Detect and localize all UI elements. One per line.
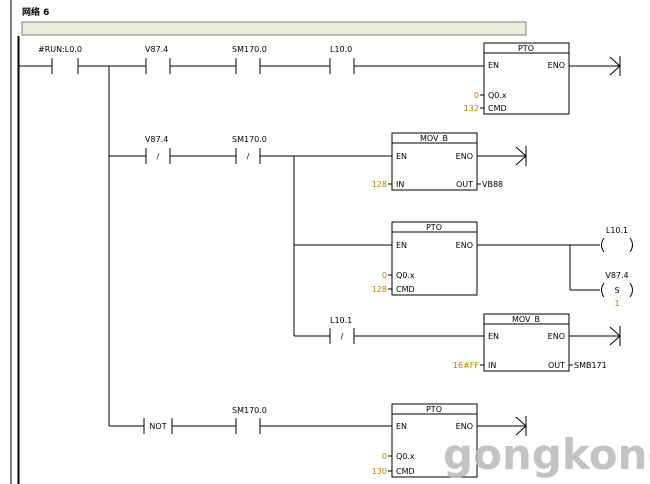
contact-v87-4-nc-label: V87.4 [145,135,168,144]
mov-2-in: IN [488,361,496,370]
pto-block-3[interactable]: PTO EN ENO Q0.x CMD [391,403,478,478]
mov-1-title: MOV_B [420,134,448,143]
contact-run-label: #RUN:L0.0 [38,45,82,54]
pto-3-eno: ENO [456,422,473,431]
pto-2-q0x: Q0.x [396,271,415,280]
contact-v87-4[interactable]: V87.4 [145,45,171,74]
mov-1-in: IN [396,180,404,189]
mov-1-out-value: VB88 [482,180,503,189]
contact-l10-1-nc[interactable]: / L10.1 [329,316,355,344]
contact-sm170-0-nc[interactable]: / SM170.0 [232,135,267,164]
pto-1-eno: ENO [548,61,565,70]
mov-1-en: EN [396,152,407,161]
network-comment-box[interactable] [21,21,527,36]
mov-1-out: OUT [456,180,473,189]
coil-set-symbol: S [614,286,619,295]
pto-1-q0x: Q0.x [488,91,507,100]
pto-3-cmd-value: 130 [372,467,387,476]
pto-3-eno-arrow-icon [515,416,527,436]
pto-2-title: PTO [426,223,442,232]
pto-1-q0x-value: 0 [474,91,479,100]
mov-2-eno-arrow-icon [609,326,621,346]
pto-3-cmd: CMD [396,467,415,476]
contact-sm170-0-r3-label: SM170.0 [232,406,267,415]
contact-l10-0-label: L10.0 [330,45,352,54]
pto-3-q0x: Q0.x [396,452,415,461]
rung-2: / V87.4 / SM170.0 MOV_B EN ENO IN OUT 12… [109,132,633,372]
pto-2-eno: ENO [456,241,473,250]
contact-sm170-0-nc-symbol: / [247,152,250,161]
contact-v87-4-label: V87.4 [145,45,168,54]
contact-v87-4-nc-symbol: / [157,152,160,161]
not-contact[interactable]: NOT [143,418,173,434]
pto-1-title: PTO [518,44,534,53]
pto-3-title: PTO [426,405,442,414]
coil-l10-1[interactable]: L10.1 [601,226,633,253]
pto-block-2[interactable]: PTO EN ENO Q0.x CMD [391,221,478,296]
mov-2-en: EN [488,332,499,341]
network-title: 网络 6 [22,6,49,18]
mov-1-in-value: 128 [372,180,387,189]
rung-3: NOT SM170.0 PTO EN ENO Q0.x CMD 0 130 [109,403,527,478]
pto-block-1[interactable]: PTO EN ENO Q0.x CMD [483,42,570,115]
contact-sm170-0-r3[interactable]: SM170.0 [232,406,267,434]
pto-2-q0x-value: 0 [382,271,387,280]
coil-v87-4-set[interactable]: S V87.4 1 [601,271,633,308]
pto-1-cmd: CMD [488,104,507,113]
mov-2-out: OUT [548,361,565,370]
pto-2-cmd-value: 128 [372,285,387,294]
pto-1-cmd-value: 132 [464,104,479,113]
contact-run-l0-0[interactable]: #RUN:L0.0 [38,45,82,74]
not-label: NOT [149,422,166,431]
pto-3-en: EN [396,422,407,431]
contact-l10-1-nc-label: L10.1 [330,316,352,325]
mov-2-title: MOV_B [512,315,540,324]
rung-1: #RUN:L0.0 V87.4 SM170.0 L10.0 PTO EN ENO [19,42,621,115]
contact-sm170-0-nc-label: SM170.0 [232,135,267,144]
contact-l10-1-nc-symbol: / [341,332,344,341]
mov-2-in-value: 16#FF [453,361,479,370]
pto-1-en: EN [488,61,499,70]
mov-1-eno: ENO [456,152,473,161]
coil-v87-4-label: V87.4 [605,271,628,280]
pto-2-cmd: CMD [396,285,415,294]
mov-2-eno: ENO [548,332,565,341]
coil-v87-4-count: 1 [614,299,619,308]
contact-l10-0[interactable]: L10.0 [329,45,355,74]
mov-b-block-2[interactable]: MOV_B EN ENO IN OUT [483,313,570,372]
mov-b-block-1[interactable]: MOV_B EN ENO IN OUT [391,132,478,191]
pto-1-eno-arrow-icon [609,56,621,76]
contact-sm170-0-label: SM170.0 [232,45,267,54]
contact-v87-4-nc[interactable]: / V87.4 [145,135,171,164]
mov-2-out-value: SMB171 [574,361,607,370]
pto-3-q0x-value: 0 [382,452,387,461]
mov-1-eno-arrow-icon [515,146,527,166]
watermark-logo: gongkong [443,430,650,479]
pto-2-en: EN [396,241,407,250]
contact-sm170-0[interactable]: SM170.0 [232,45,267,74]
coil-l10-1-label: L10.1 [606,226,628,235]
